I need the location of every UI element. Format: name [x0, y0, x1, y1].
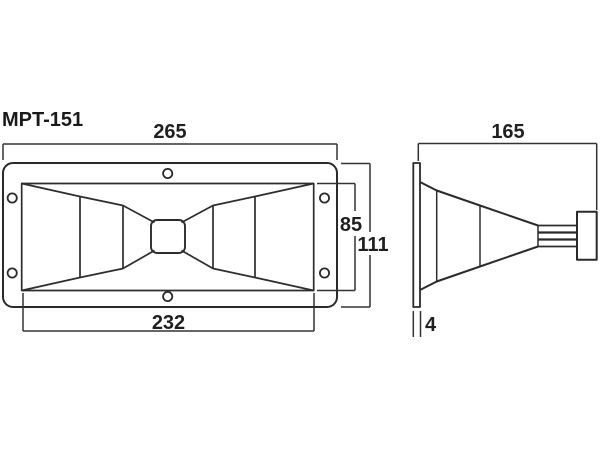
- flange-outline: [2, 162, 338, 308]
- horn-mouth-outline: [20, 182, 315, 292]
- dimension-label-232: 232: [152, 312, 185, 334]
- dimension-mouth-width: 232: [22, 293, 315, 334]
- cone-lower-edge: [419, 245, 539, 291]
- horn-throat-square: [150, 219, 186, 254]
- dimension-line-85: [317, 182, 356, 292]
- dimension-line-265: [2, 143, 338, 160]
- throat-tube: [538, 224, 577, 248]
- throat-tube-slots: [538, 231, 577, 241]
- dimension-label-4: 4: [425, 314, 437, 336]
- mounting-hole-top-right: [318, 192, 330, 204]
- dimension-label-111: 111: [357, 234, 388, 256]
- dimension-label-265: 265: [153, 121, 186, 143]
- mounting-hole-bottom-center: [162, 290, 174, 302]
- horn-flare-lower-right: [181, 249, 314, 292]
- mounting-hole-bottom-right: [318, 267, 330, 279]
- dimension-label-85: 85: [340, 214, 362, 236]
- side-view: 165 4: [412, 121, 598, 337]
- flange-plate-side: [412, 162, 421, 308]
- mounting-hole-top-center: [162, 167, 174, 179]
- driver-block: [576, 210, 598, 261]
- dimension-line-165: [417, 142, 598, 210]
- horn-flare-lower-left: [21, 249, 155, 292]
- dimension-line-232: [22, 293, 315, 332]
- dimension-flange-thickness: 4: [412, 311, 437, 337]
- dimension-overall-depth: 165: [417, 121, 598, 210]
- dimension-label-bg: [339, 211, 363, 236]
- mounting-hole-bottom-left: [6, 267, 18, 279]
- model-title: MPT-151: [2, 109, 83, 131]
- dimension-overall-height: 111: [341, 162, 389, 308]
- dimension-overall-width: 265: [2, 121, 338, 160]
- horn-flare-upper-right: [181, 182, 314, 224]
- dimension-line-4: [412, 311, 422, 337]
- horn-flare-upper-left: [21, 182, 155, 224]
- dimension-label-165: 165: [491, 121, 524, 143]
- dimension-mouth-height: 85: [317, 182, 363, 292]
- cone-upper-edge: [419, 181, 539, 227]
- mounting-hole-top-left: [6, 192, 18, 204]
- dimension-label-bg: [358, 232, 388, 255]
- front-view: 265: [2, 121, 389, 334]
